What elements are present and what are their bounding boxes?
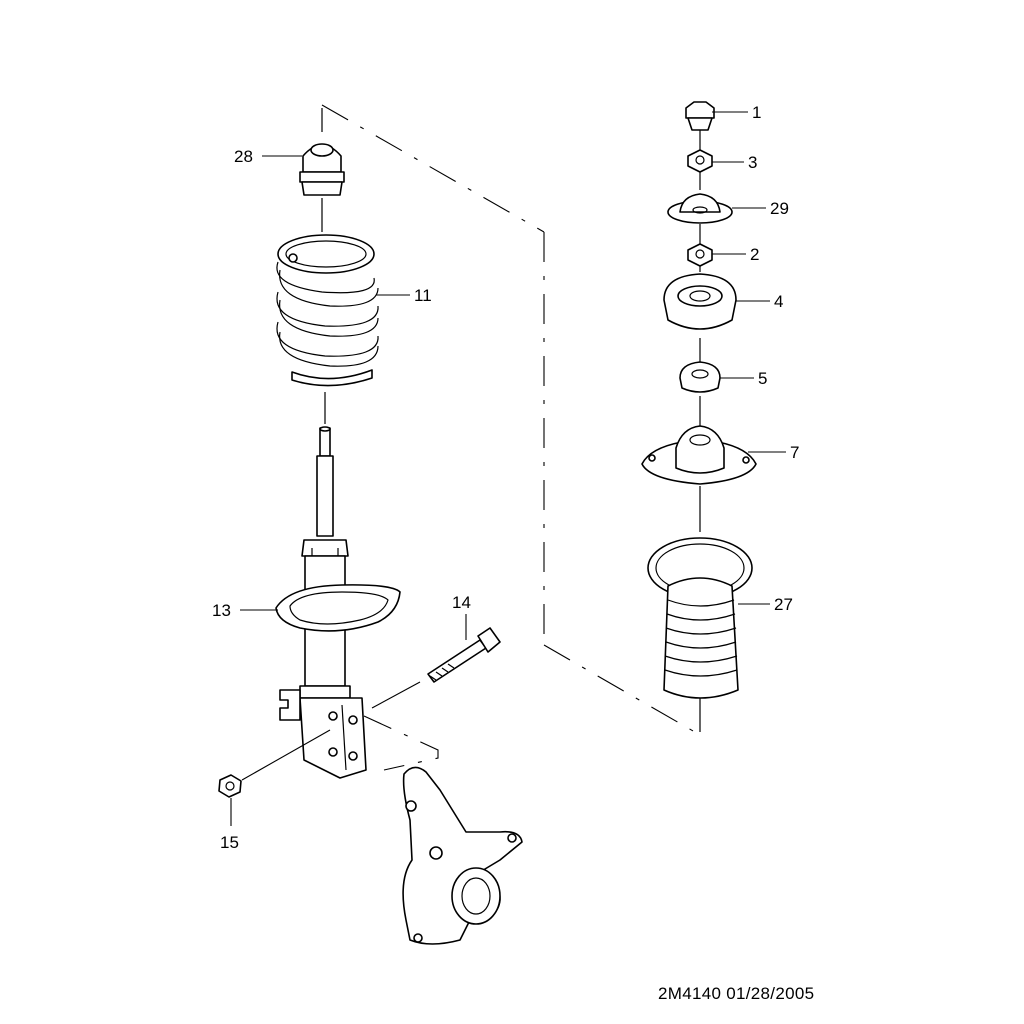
bearing-part-5 xyxy=(679,361,721,428)
spring-seat-part-13 xyxy=(275,584,401,632)
callout-14: 14 xyxy=(452,593,471,612)
dust-boot-part-27 xyxy=(647,537,753,732)
callout-13: 13 xyxy=(212,601,231,620)
coil-spring-part-11 xyxy=(276,234,379,424)
callout-2: 2 xyxy=(750,245,759,264)
drawing-code-date: 2M4140 01/28/2005 xyxy=(658,984,815,1003)
bump-stop-part-28 xyxy=(299,108,345,232)
upper-seat-part-7 xyxy=(641,425,757,532)
callout-28: 28 xyxy=(234,147,253,166)
callout-15: 15 xyxy=(220,833,239,852)
bolt-part-14 xyxy=(371,627,501,709)
strut-mount-part-4 xyxy=(663,273,737,362)
callout-27: 27 xyxy=(774,595,793,614)
callout-4: 4 xyxy=(774,292,783,311)
nut-part-15 xyxy=(218,729,331,798)
steering-knuckle xyxy=(363,715,523,945)
callout-7: 7 xyxy=(790,443,799,462)
assembly-dash-outline xyxy=(321,104,701,736)
nut-part-3 xyxy=(687,149,713,190)
nut-part-2 xyxy=(687,243,713,272)
callout-3: 3 xyxy=(748,153,757,172)
callout-29: 29 xyxy=(770,199,789,218)
callout-leaders xyxy=(230,111,786,826)
cap-part-1 xyxy=(685,101,715,150)
washer-part-29 xyxy=(667,193,733,244)
callout-11: 11 xyxy=(414,286,432,305)
callout-5: 5 xyxy=(758,369,767,388)
callout-1: 1 xyxy=(752,103,761,122)
